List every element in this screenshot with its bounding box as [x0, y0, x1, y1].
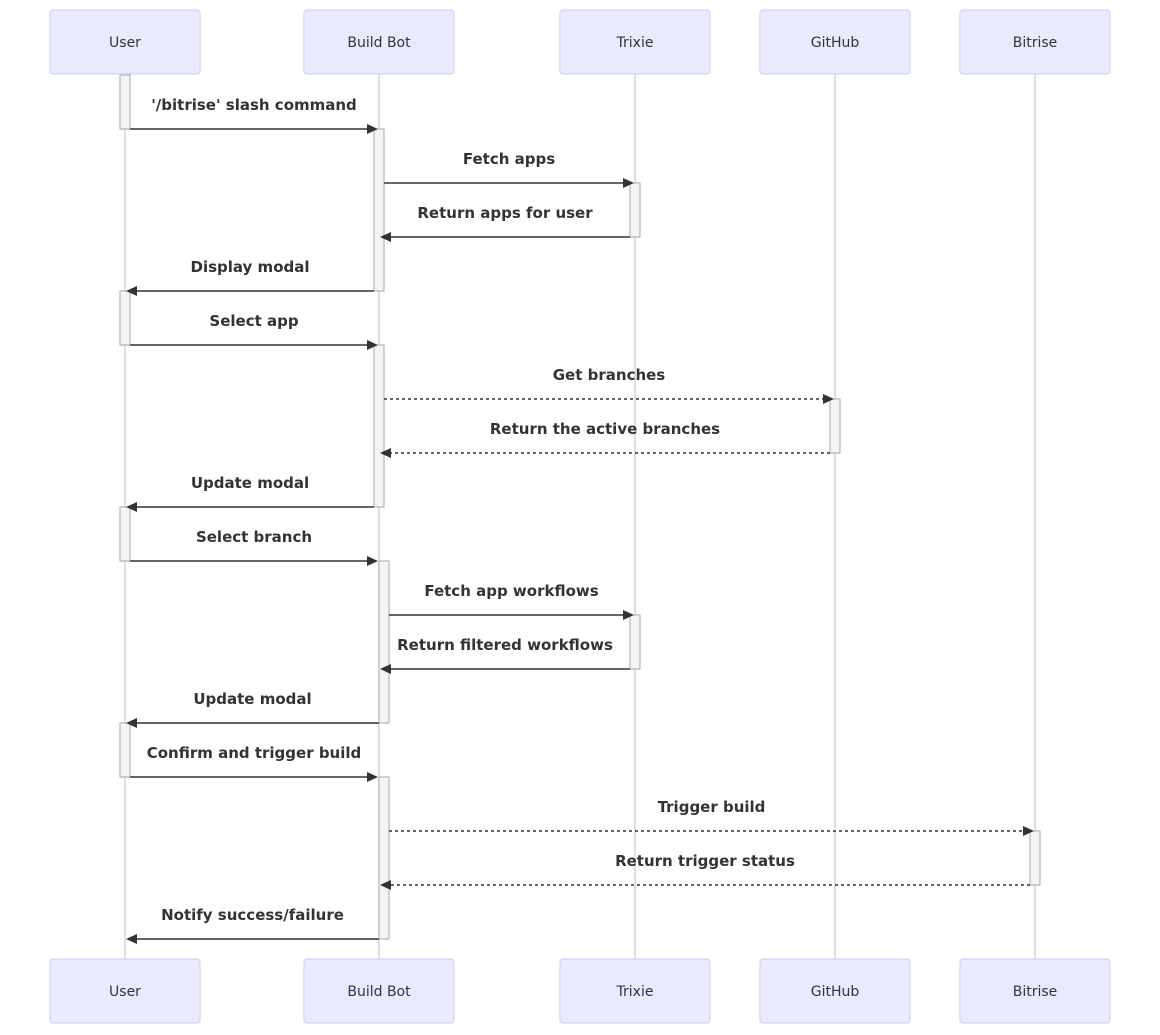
participant-label: Trixie [616, 984, 654, 1000]
participant-label: GitHub [811, 984, 860, 1000]
arrow-head [367, 556, 378, 566]
activation-buildbot [373, 128, 385, 292]
activation-buildbot [373, 344, 385, 508]
activation-github [829, 398, 841, 454]
participant-box [959, 9, 1111, 75]
participant-buildbot-bottom: Build Bot [303, 958, 455, 1024]
participant-label: Trixie [616, 35, 654, 51]
participant-user-top: User [49, 9, 201, 75]
participant-trixie-top: Trixie [559, 9, 711, 75]
message-label: Confirm and trigger build [147, 744, 362, 762]
participant-box [49, 9, 201, 75]
participant-label: Build Bot [347, 984, 411, 1000]
participants-bottom: User Build Bot Trixie GitHub Bitrise [49, 958, 1111, 1024]
participant-label: GitHub [811, 35, 860, 51]
arrow-head [367, 340, 378, 350]
message: '/bitrise' slash command [130, 96, 378, 134]
activation-trixie [629, 614, 641, 670]
participant-label: User [109, 35, 141, 51]
message-label: Notify success/failure [161, 906, 344, 924]
message: Update modal [126, 474, 374, 512]
participant-box [959, 958, 1111, 1024]
participant-label: Bitrise [1013, 35, 1058, 51]
activation-buildbot [378, 776, 390, 940]
message-label: Return filtered workflows [397, 636, 613, 654]
participant-github-bottom: GitHub [759, 958, 911, 1024]
message: Select branch [130, 528, 378, 566]
message-label: Display modal [191, 258, 310, 276]
message: Get branches [384, 366, 834, 404]
participant-trixie-bottom: Trixie [559, 958, 711, 1024]
message: Fetch app workflows [389, 582, 634, 620]
participant-box [303, 9, 455, 75]
message: Notify success/failure [126, 906, 379, 944]
message-label: Return apps for user [417, 204, 593, 222]
message-label: Get branches [553, 366, 666, 384]
activation-bitrise [1029, 830, 1041, 886]
activation-user [119, 506, 131, 562]
participant-box [559, 9, 711, 75]
arrow-head [367, 772, 378, 782]
message-label: Return the active branches [490, 420, 720, 438]
message-label: Update modal [193, 690, 311, 708]
message: Update modal [126, 690, 379, 728]
message: Return filtered workflows [380, 636, 630, 674]
activation-user [119, 722, 131, 778]
message: Confirm and trigger build [130, 744, 378, 782]
arrow-head [1023, 826, 1034, 836]
message-label: Select branch [196, 528, 312, 546]
participant-box [759, 9, 911, 75]
message-label: '/bitrise' slash command [151, 96, 357, 114]
arrow-head [623, 610, 634, 620]
message: Return apps for user [380, 204, 630, 242]
message: Return the active branches [380, 420, 830, 458]
message: Select app [130, 312, 378, 350]
participant-box [559, 958, 711, 1024]
participant-label: Build Bot [347, 35, 411, 51]
participant-bitrise-bottom: Bitrise [959, 958, 1111, 1024]
participant-github-top: GitHub [759, 9, 911, 75]
participant-bitrise-top: Bitrise [959, 9, 1111, 75]
activation-trixie [629, 182, 641, 238]
arrow-head [380, 232, 391, 242]
participant-label: Bitrise [1013, 984, 1058, 1000]
message: Fetch apps [384, 150, 634, 188]
arrow-head [823, 394, 834, 404]
message-label: Fetch apps [463, 150, 555, 168]
arrow-head [623, 178, 634, 188]
message: Return trigger status [380, 852, 1030, 890]
activation-user [119, 290, 131, 346]
participant-box [303, 958, 455, 1024]
participant-box [49, 958, 201, 1024]
participant-buildbot-top: Build Bot [303, 9, 455, 75]
arrow-head [367, 124, 378, 134]
message-label: Select app [209, 312, 298, 330]
message: Display modal [126, 258, 374, 296]
activation-user [119, 74, 131, 130]
message-label: Return trigger status [615, 852, 795, 870]
participant-box [759, 958, 911, 1024]
message-label: Trigger build [658, 798, 766, 816]
message-label: Update modal [191, 474, 309, 492]
arrow-head [380, 664, 391, 674]
arrow-head [126, 502, 137, 512]
activation-buildbot [378, 560, 390, 724]
participants-top: User Build Bot Trixie GitHub Bitrise [49, 9, 1111, 75]
arrow-head [380, 448, 391, 458]
message: Trigger build [389, 798, 1034, 836]
message-label: Fetch app workflows [424, 582, 598, 600]
arrow-head [126, 934, 137, 944]
participant-label: User [109, 984, 141, 1000]
activations [119, 74, 1041, 940]
arrow-head [126, 718, 137, 728]
arrow-head [126, 286, 137, 296]
participant-user-bottom: User [49, 958, 201, 1024]
arrow-head [380, 880, 391, 890]
